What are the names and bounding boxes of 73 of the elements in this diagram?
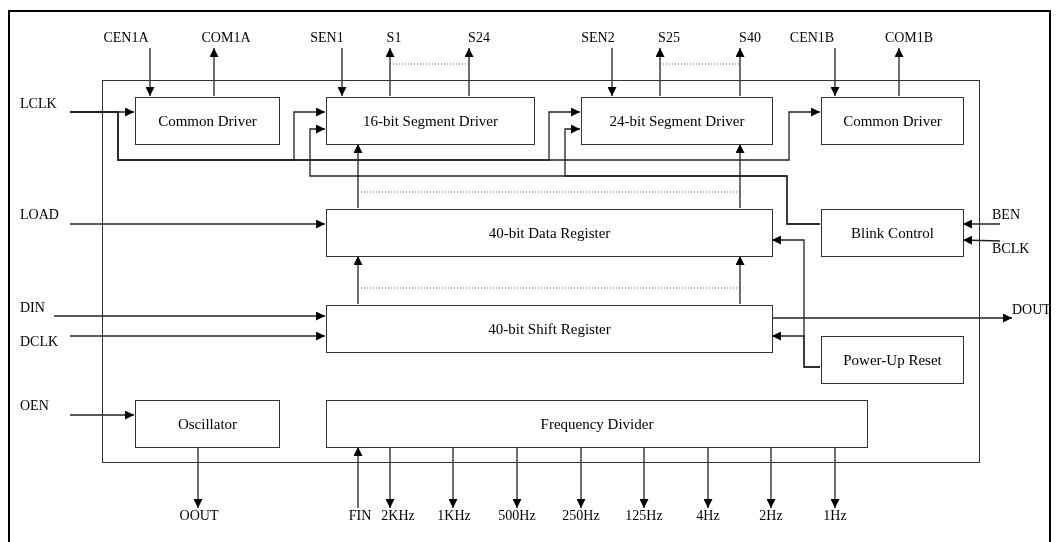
pin-label: 125Hz [620,508,668,526]
arrow [962,235,1001,245]
pin-label: S24 [465,30,493,48]
pin-label: DOUT [1012,302,1058,318]
function-block: Common Driver [135,97,280,145]
arrow [771,235,821,368]
pin-label: CEN1A [98,30,154,48]
pin-label: 1Hz [818,508,852,526]
pin-label: S25 [655,30,683,48]
pin-label: OEN [20,398,70,416]
chip-outline [102,80,980,463]
function-block: 24-bit Segment Driver [581,97,773,145]
arrow [464,47,474,97]
arrow [385,47,395,97]
pin-label: FIN [343,508,377,526]
arrow [337,47,347,97]
arrow [353,446,363,509]
arrow [766,446,776,509]
pin-label: SEN1 [306,30,348,48]
arrow [209,47,219,97]
arrow [639,446,649,509]
pin-label: 4Hz [692,508,724,526]
arrow [69,331,326,341]
pin-label: 500Hz [493,508,541,526]
arrow [655,47,665,97]
pin-label: SEN2 [576,30,620,48]
function-block: Power-Up Reset [821,336,964,384]
arrow [69,219,326,229]
arrow [830,47,840,97]
arrow [771,313,1013,323]
pin-label: BEN [992,207,1040,224]
arrow [703,446,713,509]
arrow [385,446,395,509]
pin-label: OOUT [175,508,223,526]
arrow [448,446,458,509]
arrow [512,446,522,509]
pin-label: 2KHz [378,508,418,526]
arrow [69,107,821,161]
pin-label: CEN1B [784,30,840,48]
arrow [353,143,363,209]
pin-label: 250Hz [557,508,605,526]
arrow [894,47,904,97]
function-block: 16-bit Segment Driver [326,97,535,145]
pin-label: BCLK [992,241,1042,259]
function-block: Frequency Divider [326,400,868,448]
arrow [193,446,203,509]
arrow [735,47,745,97]
pin-label: S1 [383,30,405,48]
arrow [830,446,840,509]
arrow [607,47,617,97]
function-block: Common Driver [821,97,964,145]
function-block: 40-bit Data Register [326,209,773,257]
pin-label: 1KHz [436,508,472,526]
function-block: Oscillator [135,400,280,448]
pin-label: COM1B [878,30,940,48]
pin-label: 2Hz [755,508,787,526]
function-block: Blink Control [821,209,964,257]
arrow [735,255,745,305]
arrow [353,255,363,305]
pin-label: COM1A [195,30,257,48]
pin-label: S40 [735,30,765,48]
arrow [145,47,155,97]
function-block: 40-bit Shift Register [326,305,773,353]
pin-label: LOAD [20,207,70,225]
arrow [69,410,135,420]
arrow [53,311,326,321]
pin-label: DIN [20,300,54,318]
arrow [962,219,1001,229]
pin-label: DCLK [20,334,70,354]
arrow [576,446,586,509]
arrow [735,143,745,209]
arrow [564,124,821,225]
pin-label: LCLK [20,96,70,114]
